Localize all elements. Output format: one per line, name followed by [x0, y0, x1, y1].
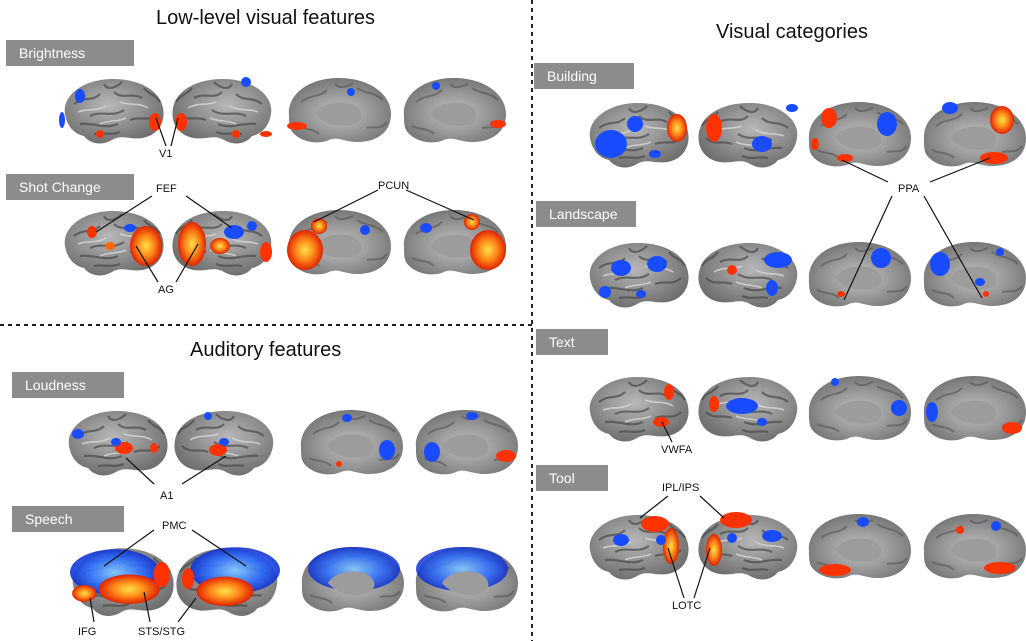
brain-loudness-right-lateral [173, 409, 275, 477]
row-label-tool: Tool [536, 465, 608, 491]
brain-building-right-lateral [697, 101, 799, 169]
row-label-shot-change: Shot Change [6, 174, 134, 200]
brain-tool-right-medial [922, 513, 1026, 580]
brain-loudness-right-medial [414, 409, 519, 476]
brain-text-right-lateral [697, 375, 799, 443]
region-label-lotc: LOTC [672, 600, 702, 612]
brain-landscape-left-medial [807, 241, 912, 308]
brain-building-left-lateral [588, 101, 690, 169]
brain-brightness-right-lateral [171, 77, 273, 145]
row-label-brightness: Brightness [6, 40, 134, 66]
brain-tool-right-lateral [697, 512, 799, 581]
brain-building-left-medial [807, 101, 912, 168]
region-label-pcun: PCUN [378, 180, 410, 192]
region-label-vwfa: VWFA [661, 444, 693, 456]
row-label-building: Building [534, 63, 634, 89]
row-label-landscape: Landscape [536, 201, 636, 227]
brain-shot-change-left-lateral [63, 209, 165, 277]
row-label-speech: Speech [12, 506, 124, 532]
brain-text-left-medial [807, 375, 912, 442]
brain-loudness-left-medial [299, 409, 404, 476]
region-label-sts-stg: STS/STG [138, 626, 186, 638]
region-label-ag: AG [158, 284, 174, 296]
brain-loudness-left-lateral [67, 409, 169, 477]
brain-shot-change-right-medial [402, 209, 507, 276]
brain-shot-change-right-lateral [171, 209, 273, 277]
brain-speech-right-medial [414, 546, 519, 613]
brain-landscape-right-lateral [697, 241, 799, 309]
annotation-lines [89, 117, 991, 623]
row-label-loudness: Loudness [12, 372, 124, 398]
brain-tool-left-lateral [588, 513, 690, 581]
brain-brightness-left-lateral [59, 77, 165, 145]
brain-brightness-left-medial [287, 77, 392, 144]
row-label-text: Text [536, 329, 608, 355]
brain-text-right-medial [922, 375, 1026, 442]
region-label-ifg: IFG [78, 626, 97, 638]
brain-shot-change-left-medial [287, 209, 392, 276]
region-label-pmc: PMC [162, 520, 187, 532]
region-label-fef: FEF [156, 183, 177, 195]
brain-text-left-lateral [588, 375, 690, 443]
region-label-v1: V1 [159, 148, 173, 160]
brain-speech-right-lateral [175, 547, 280, 618]
section-title-auditory: Auditory features [190, 339, 342, 361]
brain-speech-left-lateral [70, 547, 175, 618]
brain-tool-left-medial [807, 513, 912, 580]
brain-speech-left-medial [300, 546, 405, 613]
brain-brightness-right-medial [402, 77, 507, 144]
section-title-visual-categories: Visual categories [716, 21, 868, 43]
region-label-a1: A1 [160, 490, 174, 502]
region-label-ppa: PPA [898, 183, 920, 195]
section-title-low-level: Low-level visual features [156, 7, 375, 29]
region-label-ipl-ips: IPL/IPS [662, 482, 700, 494]
brain-landscape-right-medial [922, 241, 1026, 308]
brain-building-right-medial [922, 101, 1026, 168]
brain-landscape-left-lateral [588, 241, 690, 309]
